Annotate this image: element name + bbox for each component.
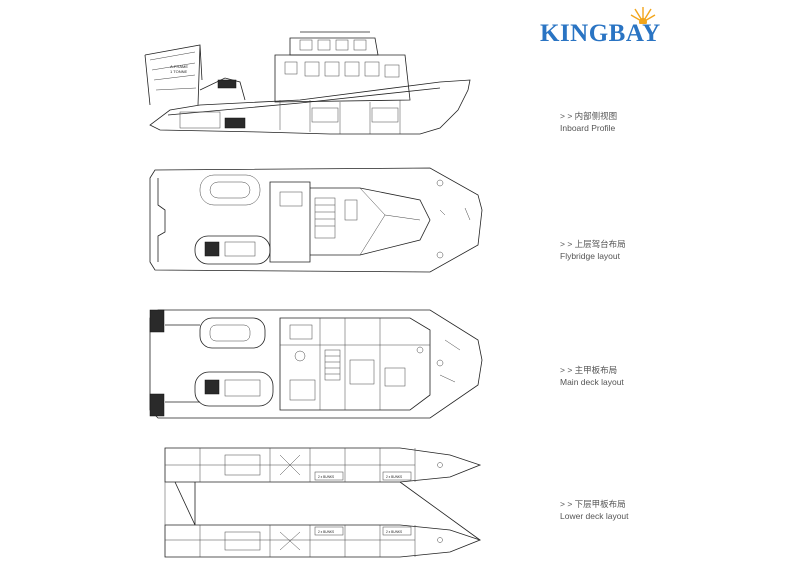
bunks-label: 2 x BUNKS (386, 475, 402, 479)
aframe-cap-label: 1 TONNE (170, 69, 188, 74)
label-en: Lower deck layout (560, 511, 629, 521)
label-en: Inboard Profile (560, 123, 616, 133)
brand-name: KINGBAY (540, 20, 661, 47)
flybridge-drawing (149, 167, 483, 273)
aframe-label: A-FRAME (170, 64, 188, 69)
label-cn: > > 主甲板布局 (560, 365, 618, 375)
bunks-label: 2 x BUNKS (386, 530, 402, 534)
bunks-label: 2 x BUNKS (318, 530, 334, 534)
label-main-deck-layout: > > 主甲板布局 Main deck layout (560, 364, 624, 388)
label-cn: > > 内部侧视图 (560, 111, 618, 121)
label-cn: > > 下层甲板布局 (560, 499, 626, 509)
label-lower-deck-layout: > > 下层甲板布局 Lower deck layout (560, 498, 629, 522)
main-deck-drawing (149, 309, 483, 419)
label-inboard-profile: > > 内部侧视图 Inboard Profile (560, 110, 617, 134)
bunks-label: 2 x BUNKS (318, 475, 334, 479)
lower-deck-drawing: 2 x BUNKS 2 x BUNKS 2 x BUNKS 2 x BUNKS (164, 447, 482, 558)
label-en: Flybridge layout (560, 251, 621, 261)
kingbay-logo: KINGBAY (540, 6, 665, 51)
inboard-profile-drawing: A-FRAME 1 TONNE (144, 31, 471, 135)
sun-icon (630, 7, 656, 24)
label-flybridge-layout: > > 上层驾台布局 Flybridge layout (560, 238, 626, 262)
label-en: Main deck layout (560, 377, 624, 387)
label-cn: > > 上层驾台布局 (560, 239, 626, 249)
